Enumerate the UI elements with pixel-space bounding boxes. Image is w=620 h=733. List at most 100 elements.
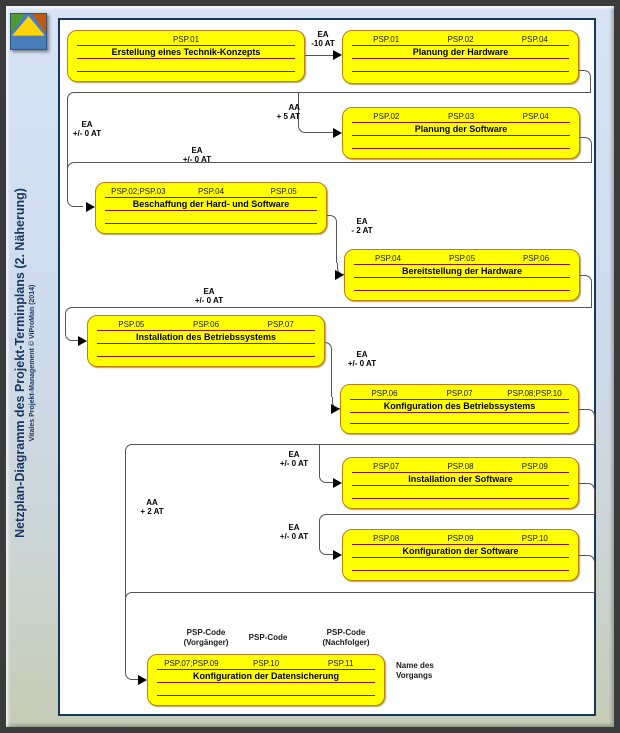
connector-segment bbox=[67, 162, 592, 184]
empty-row bbox=[349, 59, 572, 71]
divider bbox=[352, 71, 569, 72]
connector-segment bbox=[580, 137, 592, 162]
task-name: Installation der Software bbox=[408, 474, 513, 484]
divider bbox=[97, 330, 315, 331]
task-box-konfiguration-datensicherung[interactable]: PSP.07;PSP.09 PSP.10 PSP.11 Konfiguratio… bbox=[147, 654, 385, 706]
divider bbox=[354, 277, 570, 278]
psp-code-successor: PSP.07 bbox=[267, 320, 294, 329]
task-box-installation-software[interactable]: PSP.07 PSP.08 PSP.09 Installation der So… bbox=[342, 457, 579, 509]
divider bbox=[77, 45, 295, 46]
edge-label: EA -10 AT bbox=[311, 30, 335, 48]
psp-codes-row: PSP.02;PSP.03 PSP.04 PSP.05 bbox=[102, 186, 320, 197]
psp-code-predecessor: PSP.04 bbox=[374, 254, 402, 263]
psp-code-successor: PSP.08;PSP.10 bbox=[507, 389, 562, 398]
psp-codes-row: PSP.07 PSP.08 PSP.09 bbox=[349, 461, 572, 472]
psp-code-successor: PSP.09 bbox=[521, 462, 548, 471]
psp-code-predecessor: PSP.08 bbox=[373, 534, 400, 543]
divider bbox=[77, 58, 295, 59]
psp-code-successor: PSP.11 bbox=[327, 659, 354, 668]
task-name: Konfiguration des Betriebssystems bbox=[383, 401, 536, 411]
divider bbox=[157, 682, 375, 683]
task-name: Bereitstellung der Hardware bbox=[401, 266, 523, 276]
empty-row bbox=[347, 413, 572, 423]
task-box-konfiguration-software[interactable]: PSP.08 PSP.09 PSP.10 Konfiguration der S… bbox=[342, 529, 579, 581]
divider bbox=[157, 669, 375, 670]
edge-label: EA - 2 AT bbox=[351, 217, 373, 235]
connector-arrow-icon bbox=[333, 50, 342, 60]
psp-code-predecessor: PSP.07;PSP.09 bbox=[164, 659, 219, 668]
edge-label: EA +/- 0 AT bbox=[279, 523, 309, 541]
connector-segment bbox=[319, 544, 333, 555]
psp-code-own: PSP.01 bbox=[172, 35, 200, 44]
connector-segment bbox=[327, 215, 337, 263]
legend-psp-code-successor: PSP-Code (Nachfolger) bbox=[322, 628, 370, 647]
edge-label: EA +/- 0 AT bbox=[72, 120, 102, 138]
psp-code-predecessor: PSP.06 bbox=[371, 389, 398, 398]
divider bbox=[352, 135, 570, 136]
divider bbox=[105, 223, 317, 224]
task-box-planung-hardware[interactable]: PSP.01 PSP.02 PSP.04 Planung der Hardwar… bbox=[342, 30, 579, 84]
divider bbox=[350, 412, 569, 413]
connector-arrow-icon bbox=[86, 202, 95, 212]
legend-task-name: Name des Vorgangs bbox=[396, 661, 434, 680]
task-box-bereitstellung-hardware[interactable]: PSP.04 PSP.05 PSP.06 Bereitstellung der … bbox=[344, 249, 580, 301]
task-box-konfiguration-betriebssystem[interactable]: PSP.06 PSP.07 PSP.08;PSP.10 Konfiguratio… bbox=[340, 384, 579, 434]
psp-code-predecessor: PSP.02;PSP.03 bbox=[111, 187, 166, 196]
connector-segment bbox=[298, 92, 306, 133]
psp-code-successor: PSP.04 bbox=[522, 112, 549, 121]
psp-code-predecessor: PSP.05 bbox=[118, 320, 145, 329]
divider bbox=[97, 343, 315, 344]
divider bbox=[350, 399, 569, 400]
divider bbox=[352, 122, 570, 123]
legend-psp-code-predecessor: PSP-Code (Vorgänger) bbox=[183, 628, 229, 647]
connector-segment bbox=[125, 668, 138, 680]
task-name: Beschaffung der Hard- und Software bbox=[132, 199, 290, 209]
psp-code-own: PSP.10 bbox=[252, 659, 280, 668]
connector-segment bbox=[65, 307, 592, 330]
task-name: Konfiguration der Datensicherung bbox=[192, 671, 339, 681]
connector-arrow-icon bbox=[335, 270, 344, 280]
psp-codes-row: PSP.05 PSP.06 PSP.07 bbox=[94, 319, 318, 330]
divider bbox=[77, 71, 295, 72]
psp-code-predecessor bbox=[74, 34, 149, 45]
psp-code-own: PSP.07 bbox=[446, 389, 473, 398]
connector-segment bbox=[325, 342, 332, 397]
divider bbox=[350, 423, 569, 424]
psp-codes-row: PSP.01 bbox=[74, 34, 298, 45]
task-box-installation-betriebssystem[interactable]: PSP.05 PSP.06 PSP.07 Installation des Be… bbox=[87, 315, 325, 367]
task-name: Erstellung eines Technik-Konzepts bbox=[111, 47, 261, 57]
connector-arrow-icon bbox=[333, 478, 342, 488]
task-name: Konfiguration der Software bbox=[402, 546, 519, 556]
psp-codes-row: PSP.08 PSP.09 PSP.10 bbox=[349, 533, 572, 544]
connector-segment bbox=[125, 444, 595, 668]
psp-code-successor: PSP.05 bbox=[270, 187, 297, 196]
connector-segment bbox=[579, 555, 595, 592]
divider bbox=[352, 557, 569, 558]
psp-codes-row: PSP.07;PSP.09 PSP.10 PSP.11 bbox=[154, 658, 378, 669]
divider bbox=[105, 210, 317, 211]
psp-codes-row: PSP.01 PSP.02 PSP.04 bbox=[349, 34, 572, 45]
task-box-erstellung-technik-konzept[interactable]: PSP.01 Erstellung eines Technik-Konzepts bbox=[67, 30, 305, 82]
viproman-logo-icon bbox=[10, 13, 47, 50]
edge-label: EA +/- 0 AT bbox=[194, 287, 224, 305]
psp-codes-row: PSP.04 PSP.05 PSP.06 bbox=[351, 253, 573, 264]
empty-row bbox=[349, 136, 573, 148]
task-name: Planung der Hardware bbox=[412, 47, 509, 57]
connector-arrow-icon bbox=[331, 404, 340, 414]
divider bbox=[97, 356, 315, 357]
task-name: Planung der Software bbox=[414, 124, 508, 134]
task-box-beschaffung[interactable]: PSP.02;PSP.03 PSP.04 PSP.05 Beschaffung … bbox=[95, 182, 327, 234]
connector-segment bbox=[65, 330, 78, 341]
connector-segment bbox=[580, 275, 592, 307]
divider bbox=[352, 58, 569, 59]
connector-segment bbox=[579, 409, 595, 444]
psp-code-own: PSP.09 bbox=[447, 534, 474, 543]
psp-code-successor bbox=[223, 34, 298, 45]
task-box-planung-software[interactable]: PSP.02 PSP.03 PSP.04 Planung der Softwar… bbox=[342, 107, 580, 159]
edge-label: AA + 2 AT bbox=[140, 498, 164, 516]
diagram-subtitle: Vitales Projekt-Management © ViProMan (2… bbox=[29, 284, 36, 442]
psp-code-successor: PSP.06 bbox=[522, 254, 550, 263]
connector-segment bbox=[319, 444, 333, 483]
divider bbox=[157, 695, 375, 696]
psp-code-own: PSP.05 bbox=[448, 254, 476, 263]
